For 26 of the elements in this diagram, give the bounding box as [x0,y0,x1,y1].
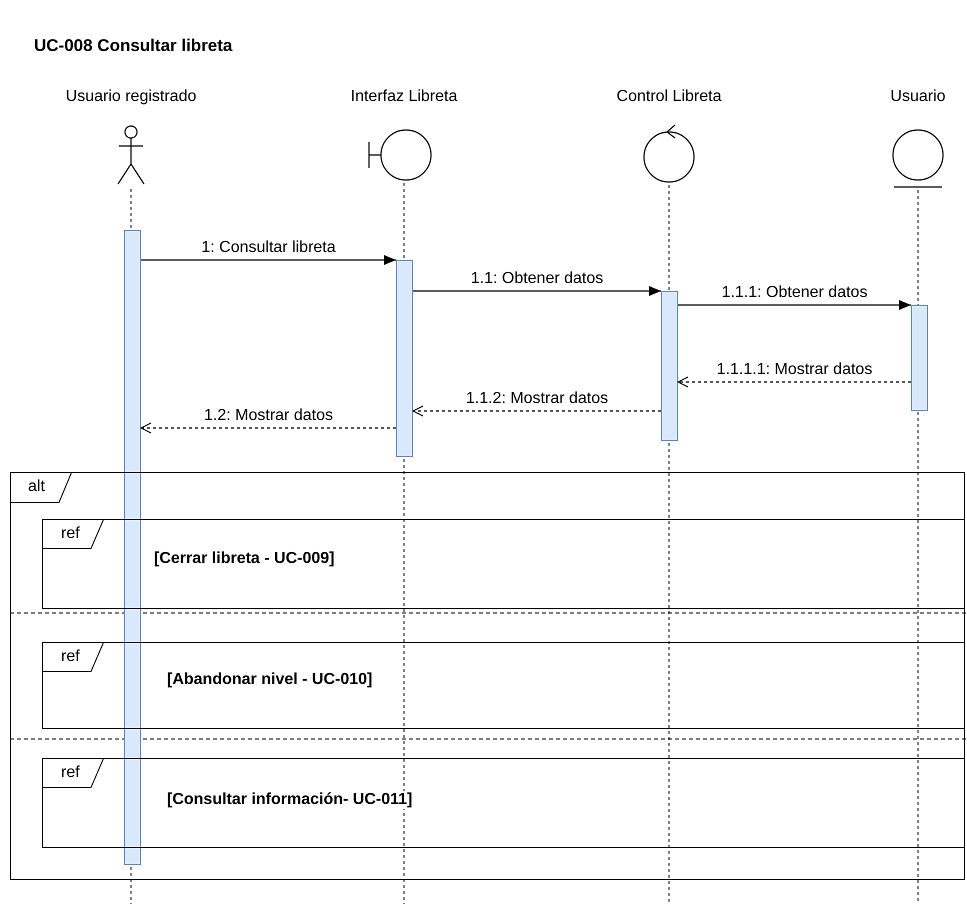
message-arrow [141,255,396,265]
frame-operator: ref [61,525,80,543]
activation-bar [661,291,678,441]
message-arrow [678,376,911,388]
ref-label: [Abandonar nivel - UC-010] [167,671,372,689]
participant-name: Usuario registrado [66,88,196,106]
ref-frame [42,519,965,609]
diagram-title: UC-008 Consultar libreta [34,36,232,56]
message-arrow [413,286,661,296]
frame-operator: ref [61,648,80,666]
activation-bar [911,305,928,411]
activation-bar [124,230,141,865]
ref-frame [42,642,965,729]
frame-operator: ref [61,764,80,782]
alt-frame [10,472,965,880]
ref-label: [Cerrar libreta - UC-009] [154,550,334,568]
activation-bar [396,260,413,457]
ref-frame [42,758,965,848]
message-arrow [140,422,396,434]
message-arrow [412,406,661,416]
frame-operator: alt [28,478,45,496]
participant-name: Interfaz Libreta [350,88,458,106]
message-arrow [678,300,911,310]
ref-label: [Consultar información- UC-011] [167,791,412,809]
participant-name: Usuario [890,88,946,106]
participant-name: Control Libreta [616,88,722,106]
